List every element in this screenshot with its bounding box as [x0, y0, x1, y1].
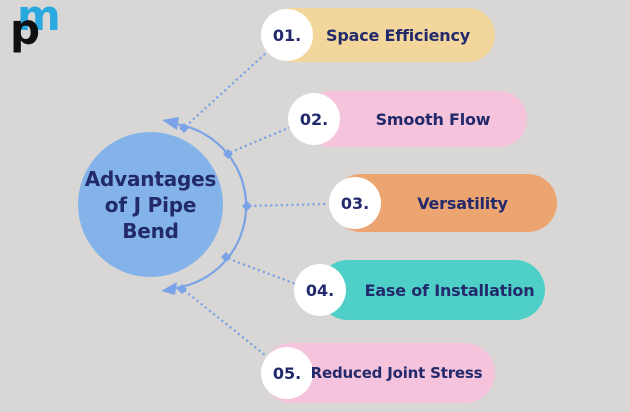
number-badge: 04.	[294, 264, 346, 316]
logo-letter-m-icon: m	[17, 0, 61, 40]
dotted-line	[227, 257, 298, 286]
number-badge: 03.	[329, 177, 381, 229]
advantage-pill-05: 05. Reduced Joint Stress	[261, 343, 495, 403]
advantage-pill-04: 04. Ease of Installation	[294, 260, 545, 320]
center-topic-line: Bend	[122, 218, 179, 243]
pill-label: Space Efficiency	[326, 25, 470, 45]
brand-logo: m p	[6, 0, 70, 66]
advantage-pill-01: 01. Space Efficiency	[261, 8, 495, 62]
connector-node	[242, 201, 252, 211]
pill-label: Versatility	[417, 193, 508, 213]
number-badge: 05.	[261, 347, 313, 399]
advantage-pill-02: 02. Smooth Flow	[288, 91, 527, 147]
number-badge: 02.	[288, 93, 340, 145]
pill-label: Smooth Flow	[375, 109, 491, 129]
arrowhead-bottom-icon	[161, 282, 177, 295]
dotted-line	[248, 202, 330, 208]
pill-label: Reduced Joint Stress	[310, 364, 483, 382]
connector-node	[221, 252, 231, 262]
center-topic-line: of J Pipe	[104, 192, 197, 217]
number-badge: 01.	[261, 9, 313, 61]
pill-label: Ease of Installation	[364, 280, 535, 300]
center-topic-circle: Advantages of J Pipe Bend	[78, 132, 223, 277]
dotted-line	[229, 124, 295, 154]
dotted-line	[184, 51, 268, 128]
arrowhead-top-icon	[162, 117, 179, 130]
advantage-pill-03: 03. Versatility	[329, 174, 557, 232]
logo-letter-p-icon: p	[10, 5, 41, 54]
dotted-line	[183, 289, 267, 357]
center-topic-line: Advantages	[84, 166, 217, 191]
